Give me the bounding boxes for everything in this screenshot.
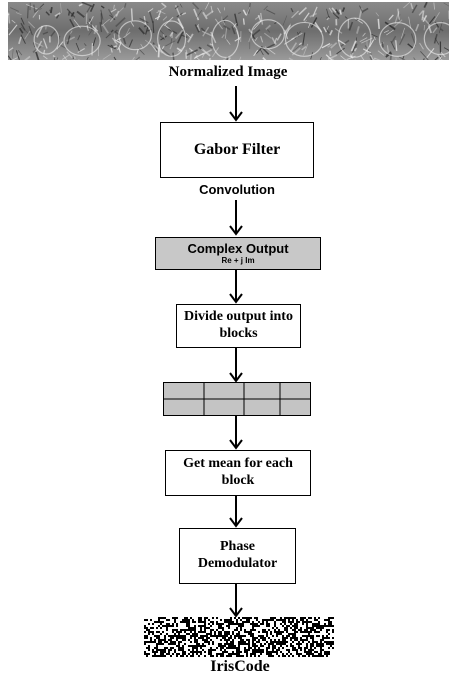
complex-output-formula: Re + j Im — [221, 256, 255, 265]
convolution-label: Convolution — [199, 182, 275, 197]
mean-block-box: Get mean for each block — [165, 450, 311, 496]
block-grid — [163, 382, 311, 416]
gabor-filter-label: Gabor Filter — [193, 141, 281, 159]
phase-demod-label: Phase Demodulator — [197, 539, 278, 571]
arrow-3 — [229, 270, 243, 304]
arrow-4 — [229, 348, 243, 383]
divide-blocks-box: Divide output into blocks — [176, 304, 301, 348]
arrow-1 — [229, 86, 243, 122]
complex-output-label: Complex Output — [187, 241, 289, 256]
arrow-7 — [229, 584, 243, 618]
gabor-filter-box: Gabor Filter — [160, 122, 314, 178]
arrow-6 — [229, 496, 243, 528]
arrow-5 — [229, 416, 243, 450]
phase-demodulator-box: Phase Demodulator — [179, 528, 296, 584]
arrow-2 — [229, 200, 243, 236]
normalized-iris-image — [8, 2, 449, 60]
iriscode-label: IrisCode — [210, 658, 270, 675]
divide-blocks-label: Divide output into blocks — [184, 309, 293, 341]
normalized-image-label: Normalized Image — [168, 64, 288, 80]
complex-output-box: Complex Output Re + j Im — [155, 237, 321, 270]
iriscode-barcode — [144, 617, 334, 657]
mean-block-label: Get mean for each block — [183, 456, 293, 488]
